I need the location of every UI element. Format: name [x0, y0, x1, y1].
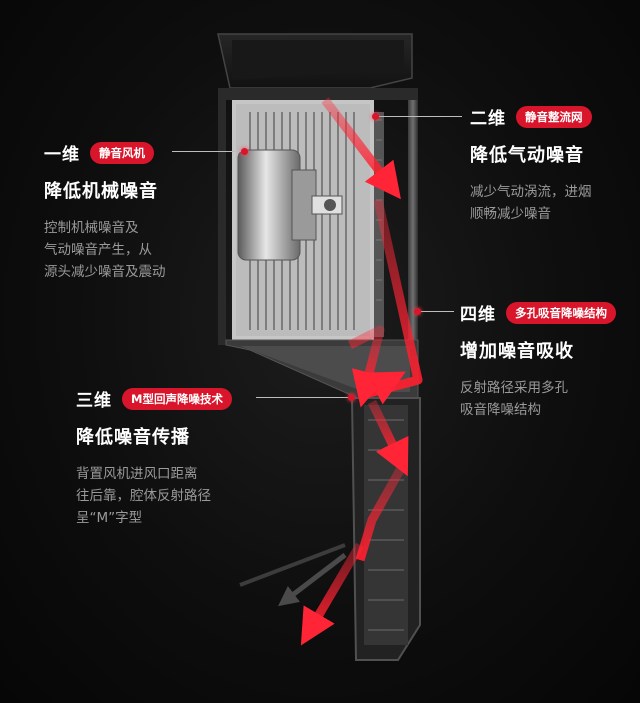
feature-3-desc-line: 背置风机进风口距离 — [76, 466, 198, 482]
feature-1-desc-line: 源头减少噪音及震动 — [44, 264, 166, 280]
feature-3-description: 背置风机进风口距离 往后靠，腔体反射路径 呈“M”字型 — [76, 463, 232, 529]
marker-dot-dim1 — [241, 148, 248, 155]
marker-dot-dim2 — [372, 113, 379, 120]
marker-dot-dim4 — [414, 308, 421, 315]
feature-1-dimension: 一维 — [44, 145, 80, 165]
feature-1-description: 控制机械噪音及 气动噪音产生，从 源头减少噪音及震动 — [44, 217, 166, 283]
leader-line-dim1 — [172, 151, 244, 152]
leader-line-dim2 — [378, 116, 462, 117]
feature-4-badge: 多孔吸音降噪结构 — [506, 301, 616, 324]
feature-2-title: 降低气动噪音 — [470, 145, 584, 166]
feature-3-title: 降低噪音传播 — [76, 427, 190, 448]
feature-4-description: 反射路径采用多孔 吸音降噪结构 — [460, 377, 616, 421]
leader-line-dim4 — [418, 311, 454, 312]
airflow-arrows — [300, 97, 423, 646]
feature-4-desc-line: 反射路径采用多孔 — [460, 380, 568, 396]
feature-1-title: 降低机械噪音 — [44, 181, 158, 202]
feature-4-header: 四维 多孔吸音降噪结构 — [460, 300, 616, 325]
feature-dimension-2: 二维 静音整流网 降低气动噪音 减少气动涡流，进烟 顺畅减少噪音 — [470, 104, 592, 225]
feature-1-badge: 静音风机 — [90, 141, 154, 164]
feature-4-dimension: 四维 — [460, 305, 496, 325]
feature-2-desc-line: 减少气动涡流，进烟 — [470, 184, 592, 200]
feature-4-title: 增加噪音吸收 — [460, 341, 574, 362]
feature-3-badge: M型回声降噪技术 — [122, 387, 232, 410]
feature-2-desc-line: 顺畅减少噪音 — [470, 206, 551, 222]
feature-3-desc-line: 呈“M”字型 — [76, 510, 143, 526]
feature-4-desc-line: 吸音降噪结构 — [460, 402, 541, 418]
feature-3-header: 三维 M型回声降噪技术 — [76, 386, 232, 411]
feature-3-desc-line: 往后靠，腔体反射路径 — [76, 488, 211, 504]
feature-dimension-3: 三维 M型回声降噪技术 降低噪音传播 背置风机进风口距离 往后靠，腔体反射路径 … — [76, 386, 232, 529]
feature-1-desc-line: 气动噪音产生，从 — [44, 242, 152, 258]
feature-1-header: 一维 静音风机 — [44, 140, 166, 165]
leader-line-dim3 — [256, 397, 352, 398]
feature-3-dimension: 三维 — [76, 391, 112, 411]
feature-2-header: 二维 静音整流网 — [470, 104, 592, 129]
feature-2-description: 减少气动涡流，进烟 顺畅减少噪音 — [470, 181, 592, 225]
feature-dimension-1: 一维 静音风机 降低机械噪音 控制机械噪音及 气动噪音产生，从 源头减少噪音及震… — [44, 140, 166, 283]
feature-2-badge: 静音整流网 — [516, 105, 592, 128]
feature-dimension-4: 四维 多孔吸音降噪结构 增加噪音吸收 反射路径采用多孔 吸音降噪结构 — [460, 300, 616, 421]
marker-dot-dim3 — [348, 394, 355, 401]
feature-1-desc-line: 控制机械噪音及 — [44, 220, 139, 236]
feature-2-dimension: 二维 — [470, 109, 506, 129]
